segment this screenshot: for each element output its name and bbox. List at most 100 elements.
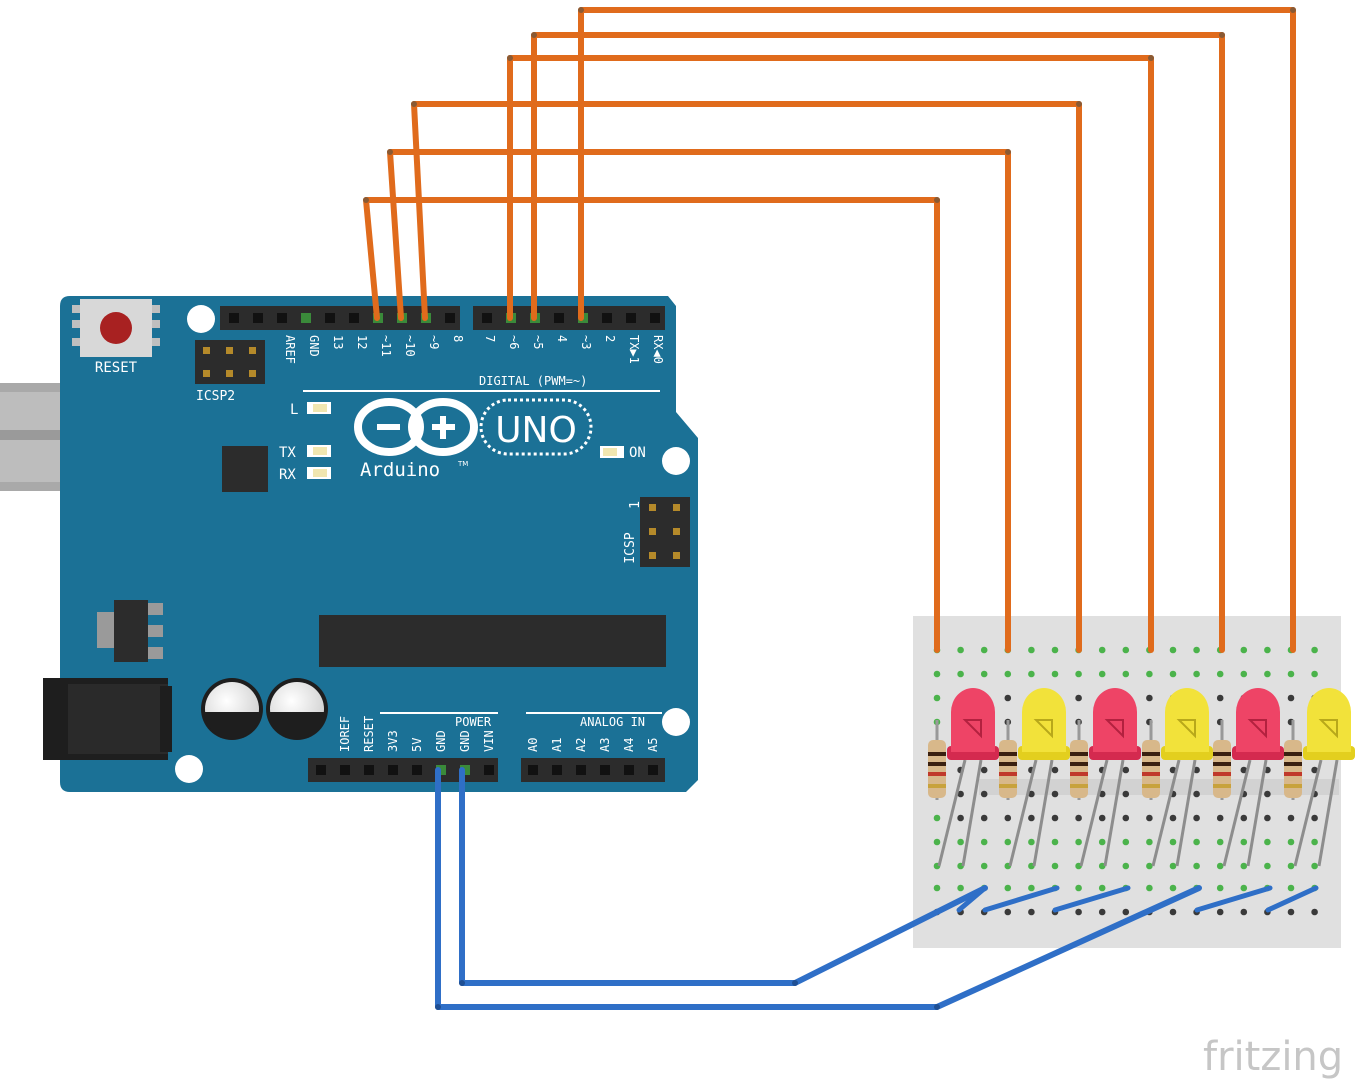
digital-label: DIGITAL (PWM=~) xyxy=(479,374,587,388)
breadboard-hole xyxy=(980,670,988,678)
breadboard-hole xyxy=(1287,838,1295,846)
resistor-band xyxy=(1070,772,1088,776)
power-socket xyxy=(388,765,398,775)
digital-pin-label: AREF xyxy=(283,335,297,364)
top-right-socket xyxy=(626,313,636,323)
breadboard-hole xyxy=(1075,814,1082,822)
digital-pin-label: ~3 xyxy=(579,335,593,349)
led-leg xyxy=(1317,759,1339,867)
breadboard-hole xyxy=(1075,670,1082,678)
analog-pin-label: A3 xyxy=(598,738,612,752)
breadboard-hole xyxy=(1193,790,1200,798)
resistor-body xyxy=(928,740,946,798)
breadboard-hole xyxy=(1051,862,1059,870)
resistor-band xyxy=(1213,784,1231,788)
breadboard-hole xyxy=(1287,908,1295,916)
top-left-socket xyxy=(253,313,263,323)
breadboard-hole xyxy=(1122,766,1130,774)
breadboard-hole xyxy=(1098,908,1106,916)
breadboard-hole xyxy=(1169,670,1177,678)
resistor-band xyxy=(999,772,1017,776)
wire-pin-5 xyxy=(531,32,1225,653)
brand-tm: TM xyxy=(457,460,468,468)
ground-wire-ends xyxy=(435,980,940,1010)
power-socket xyxy=(484,765,494,775)
led-rx-label: RX xyxy=(279,467,296,483)
led-die xyxy=(1247,719,1267,739)
uno-badge xyxy=(479,398,593,456)
resistor-band xyxy=(928,784,946,788)
top-left-socket xyxy=(277,313,287,323)
resistor-band xyxy=(1142,772,1160,776)
microcontroller-chip xyxy=(319,615,666,667)
breadboard-hole xyxy=(1004,884,1012,892)
digital-pin-label: 13 xyxy=(331,335,345,349)
breadboard-hole xyxy=(1287,814,1295,822)
breadboard-hole xyxy=(1311,646,1318,654)
resistor-band xyxy=(999,762,1017,766)
top-left-socket xyxy=(301,313,311,323)
breadboard-hole xyxy=(1216,670,1224,678)
breadboard-hole xyxy=(1193,862,1200,870)
top-left-socket xyxy=(229,313,239,323)
breadboard-hole xyxy=(1216,908,1224,916)
breadboard-hole xyxy=(1122,646,1130,654)
breadboard-hole xyxy=(1004,670,1012,678)
breadboard-hole xyxy=(1075,908,1082,916)
breadboard-hole xyxy=(1240,908,1248,916)
analog-pin-label: A2 xyxy=(574,738,588,752)
reset-button[interactable] xyxy=(72,299,160,357)
led-on-label: ON xyxy=(629,445,646,461)
reset-label: RESET xyxy=(95,360,138,376)
power-socket xyxy=(340,765,350,775)
breadboard-hole xyxy=(1287,862,1295,870)
top-left-socket xyxy=(445,313,455,323)
leds xyxy=(937,688,1355,867)
power-pin-label: GND xyxy=(434,730,448,752)
digital-pin-label: TX▶1 xyxy=(627,335,641,364)
breadboard-hole xyxy=(1311,766,1318,774)
breadboard-hole xyxy=(1122,790,1130,798)
signal-wires xyxy=(363,7,1296,653)
resistor-band xyxy=(1142,762,1160,766)
breadboard-hole xyxy=(933,670,941,678)
breadboard-hole xyxy=(1075,838,1082,846)
power-pin-label: IOREF xyxy=(338,716,352,752)
breadboard-hole xyxy=(933,694,941,702)
breadboard-hole xyxy=(957,814,964,822)
analog-pin-label: A4 xyxy=(622,738,636,752)
digital-header-right xyxy=(473,306,665,330)
breadboard-hole xyxy=(1004,838,1012,846)
breadboard-hole xyxy=(1051,646,1059,654)
breadboard-hole xyxy=(1264,790,1271,798)
wire-pin-6 xyxy=(507,55,1154,653)
breadboard-hole xyxy=(933,814,941,822)
breadboard-hole xyxy=(1264,670,1271,678)
fritzing-watermark: fritzing xyxy=(1203,1034,1343,1080)
resistor-band xyxy=(1070,752,1088,756)
voltage-regulator xyxy=(97,600,163,662)
breadboard-hole xyxy=(1193,838,1200,846)
breadboard-hole xyxy=(1004,814,1012,822)
led-leg xyxy=(1103,759,1125,867)
led-leg xyxy=(1293,759,1323,867)
icsp-header xyxy=(640,497,690,567)
breadboard-hole xyxy=(1169,814,1177,822)
icsp2-header xyxy=(195,340,265,384)
power-label: POWER xyxy=(455,715,492,729)
analog-socket xyxy=(648,765,658,775)
wire-pin-10 xyxy=(387,149,1011,653)
breadboard-hole xyxy=(1051,766,1059,774)
breadboard-hole xyxy=(1311,908,1318,916)
arduino-logo xyxy=(354,398,478,456)
breadboard-hole xyxy=(1240,766,1248,774)
power-socket xyxy=(412,765,422,775)
breadboard-hole xyxy=(1122,838,1130,846)
breadboard-hole xyxy=(1146,862,1153,870)
breadboard-hole xyxy=(1004,908,1012,916)
analog-socket xyxy=(624,765,634,775)
icsp-label: ICSP xyxy=(623,532,638,563)
led-leg xyxy=(1079,759,1109,867)
